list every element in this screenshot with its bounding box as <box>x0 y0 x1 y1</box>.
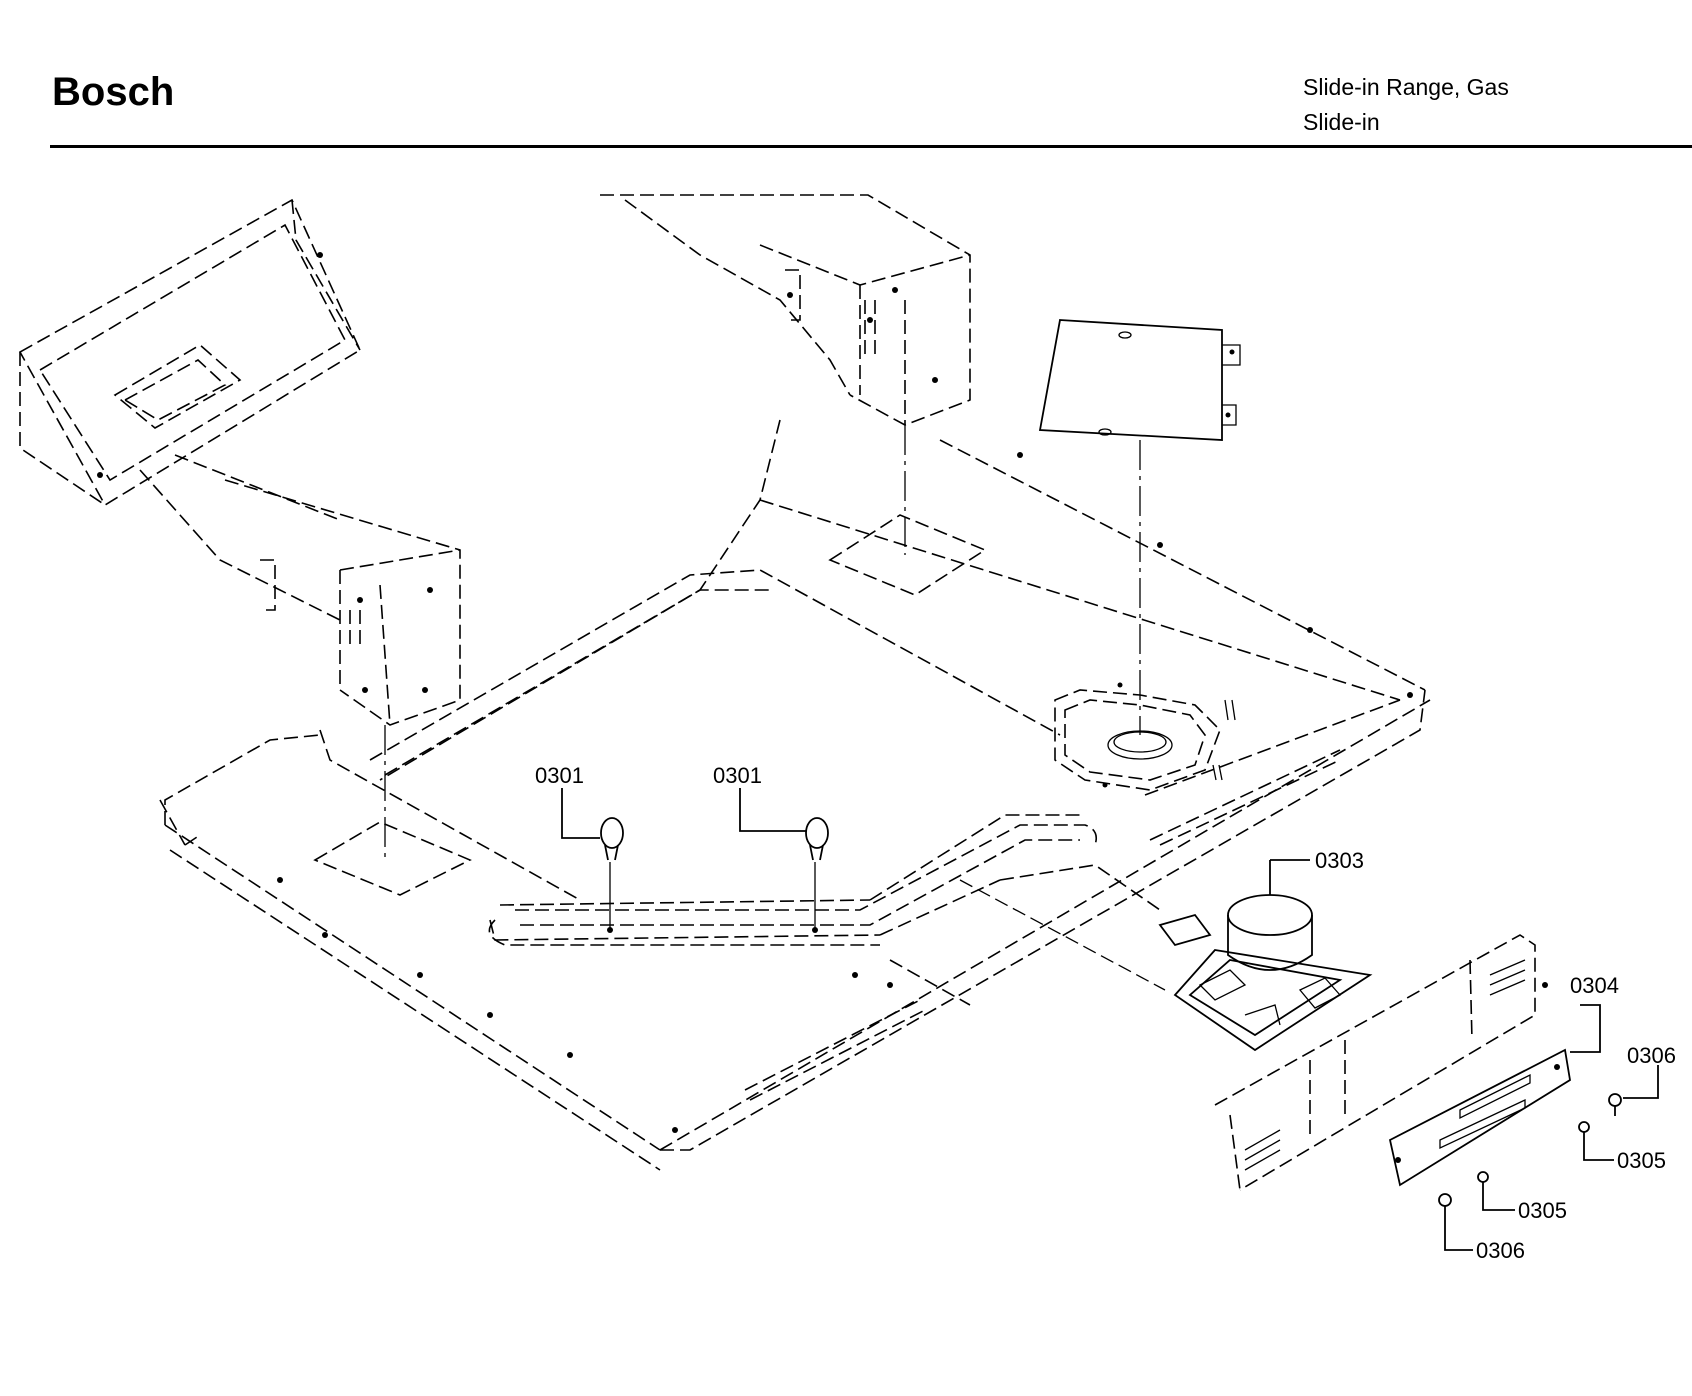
front-channel <box>488 824 1098 946</box>
callout-0303: 0303 <box>1315 848 1364 873</box>
burner-opening <box>1054 682 1236 791</box>
callout-0305-lower: 0305 <box>1518 1198 1567 1223</box>
screw-0305-lower <box>1477 1171 1489 1192</box>
pin-clip-0301-left <box>600 817 624 861</box>
right-burner-box <box>600 194 971 426</box>
pin-clip-0301-right <box>805 817 829 861</box>
cover-plate <box>1038 319 1241 441</box>
leader-lines <box>561 788 1659 1251</box>
base-tray <box>159 419 1431 1171</box>
screw-0305-upper <box>1578 1121 1590 1142</box>
product-type: Slide-in Range, Gas <box>1303 74 1509 100</box>
header-divider <box>50 145 1692 148</box>
product-subtype: Slide-in <box>1303 109 1380 135</box>
screw-0306-lower <box>1438 1193 1452 1216</box>
mounting-cutouts <box>313 514 987 896</box>
left-burner-box <box>18 198 461 726</box>
control-bracket-0304 <box>1214 934 1571 1191</box>
assembly-centerlines <box>384 425 1166 991</box>
callout-0305-upper: 0305 <box>1617 1148 1666 1173</box>
callout-0301-right: 0301 <box>713 763 762 788</box>
callout-0301-left: 0301 <box>535 763 584 788</box>
screw-0306-upper <box>1608 1093 1622 1116</box>
brand-name: Bosch <box>52 70 175 114</box>
callout-0304: 0304 <box>1570 973 1619 998</box>
callout-0306-lower: 0306 <box>1476 1238 1525 1263</box>
thermostat-assembly-0303 <box>1158 894 1373 1052</box>
callout-0306-upper: 0306 <box>1627 1043 1676 1068</box>
